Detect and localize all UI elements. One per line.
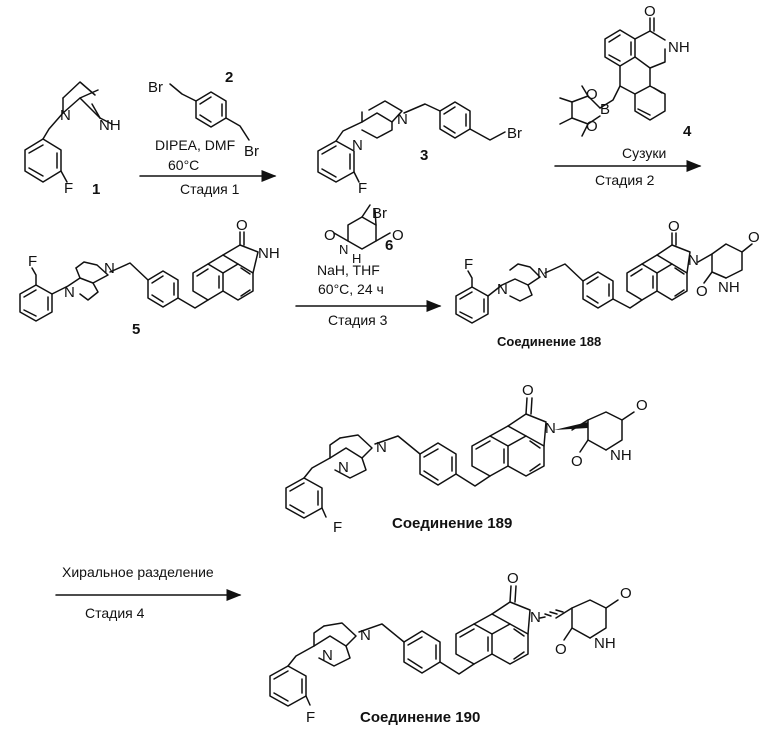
n-atom: N — [497, 281, 508, 298]
n-atom: N — [322, 647, 333, 664]
o-atom: O — [324, 227, 336, 244]
step3-temp: 60°C, 24 ч — [318, 281, 384, 297]
n-atom: N — [339, 242, 348, 257]
n-atom: N — [397, 111, 408, 128]
o-atom: O — [644, 3, 656, 20]
step2-reaction: Сузуки — [622, 145, 666, 161]
step4-reaction: Хиральное разделение — [62, 564, 214, 580]
n-atom: N — [537, 265, 548, 282]
o-atom: O — [571, 453, 583, 470]
n-atom: N — [545, 420, 556, 437]
f-atom: F — [464, 256, 473, 273]
compound-189-label: Соединение 189 — [392, 515, 512, 532]
compound-188-structure: F N N O N O NH O — [456, 218, 760, 323]
br-atom: Br — [372, 205, 387, 222]
n-atom: N — [376, 439, 387, 456]
b-atom: B — [600, 101, 610, 118]
compound-188-label: Соединение 188 — [497, 334, 601, 349]
f-atom: F — [64, 180, 73, 197]
n-atom: N — [104, 260, 115, 277]
n-atom: N — [352, 137, 363, 154]
n-atom: N — [530, 609, 541, 626]
o-atom: O — [586, 118, 598, 135]
n-atom: N — [64, 284, 75, 301]
n-atom: N — [338, 459, 349, 476]
br-atom: Br — [148, 79, 163, 96]
nh-atom: NH — [594, 635, 616, 652]
compound-190-label: Соединение 190 — [360, 709, 480, 726]
o-atom: O — [555, 641, 567, 658]
f-atom: F — [306, 709, 315, 726]
n-atom: N — [360, 627, 371, 644]
compound-6-structure: Br O O H N — [324, 205, 404, 266]
n-atom: N — [688, 252, 699, 269]
br-atom: Br — [244, 143, 259, 160]
br-atom: Br — [507, 125, 522, 142]
label-compound-6: 6 — [385, 237, 393, 254]
label-compound-4: 4 — [683, 123, 692, 140]
o-atom: O — [236, 217, 248, 234]
step3-stage: Стадия 3 — [328, 312, 388, 328]
step3-reagents: NaH, THF — [317, 262, 380, 278]
compound-1-structure: N NH F — [25, 82, 121, 197]
nh-atom: NH — [610, 447, 632, 464]
o-atom: O — [586, 86, 598, 103]
f-atom: F — [358, 180, 367, 197]
label-compound-1: 1 — [92, 181, 100, 198]
nh-atom: NH — [668, 39, 690, 56]
o-atom: O — [507, 570, 519, 587]
step1-temp: 60°C — [168, 157, 199, 173]
nh-atom: NH — [258, 245, 280, 262]
o-atom: O — [620, 585, 632, 602]
nh-atom: NH — [99, 117, 121, 134]
o-atom: O — [392, 227, 404, 244]
o-atom: O — [748, 229, 760, 246]
o-atom: O — [522, 382, 534, 399]
f-atom: F — [333, 519, 342, 536]
step1-stage: Стадия 1 — [180, 181, 240, 197]
compound-190-structure: F N N O N O NH O — [270, 570, 632, 726]
compound-5-structure: F N N O NH — [20, 217, 280, 321]
label-compound-2: 2 — [225, 69, 233, 86]
o-atom: O — [696, 283, 708, 300]
step4-stage: Стадия 4 — [85, 605, 145, 621]
step1-reagents: DIPEA, DMF — [155, 137, 235, 153]
compound-4-structure: O NH B O O — [560, 3, 690, 136]
label-compound-3: 3 — [420, 147, 428, 164]
step2-stage: Стадия 2 — [595, 172, 655, 188]
o-atom: O — [636, 397, 648, 414]
n-atom: N — [60, 107, 71, 124]
compound-189-structure: F N N O N O NH O — [286, 382, 648, 536]
nh-atom: NH — [718, 279, 740, 296]
label-compound-5: 5 — [132, 321, 140, 338]
f-atom: F — [28, 253, 37, 270]
o-atom: O — [668, 218, 680, 235]
